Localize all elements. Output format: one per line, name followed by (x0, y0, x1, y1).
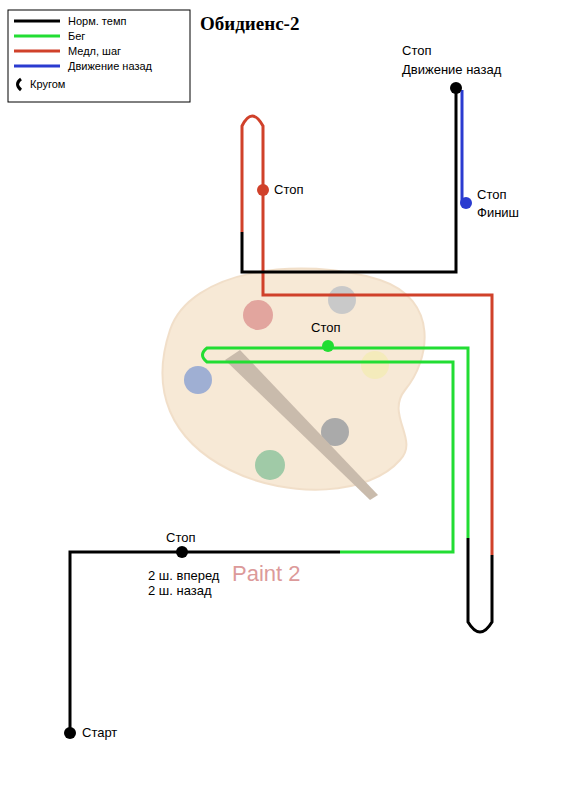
stop-points (64, 82, 472, 739)
course-route (70, 88, 492, 733)
paint-blob (328, 286, 356, 314)
normal-pace-line (242, 88, 456, 272)
point-label: Стоп (311, 320, 340, 336)
point-label: Стоп (166, 530, 195, 546)
point-label: Стоп (402, 43, 431, 59)
point-label: Движение назад (402, 62, 501, 78)
normal-pace-line (468, 538, 492, 632)
command-label: 2 ш. вперед (148, 568, 219, 584)
legend-label: Медл, шаг (68, 44, 121, 58)
paint-blob (243, 300, 273, 330)
stop-dot (450, 82, 462, 94)
stop-dot (257, 184, 269, 196)
paint-blob (184, 366, 212, 394)
normal-pace-line (70, 552, 340, 733)
legend-sample (14, 35, 60, 38)
paint-blob (255, 450, 285, 480)
about-turn-symbol (18, 79, 22, 90)
brush (225, 350, 378, 500)
legend-label: Норм. темп (68, 14, 126, 28)
palette-shape (163, 268, 425, 489)
legend-label: Движение назад (68, 59, 152, 73)
point-label: Финиш (477, 205, 519, 221)
legend-sample (14, 65, 60, 68)
point-label: Старт (82, 725, 117, 741)
page-title: Обидиенс-2 (200, 13, 299, 35)
point-label: Стоп (477, 187, 506, 203)
paint-blob (361, 351, 389, 379)
stop-dot (460, 197, 472, 209)
run-line (203, 348, 469, 552)
point-label: Стоп (274, 182, 303, 198)
legend-sample (14, 20, 60, 23)
legend-frame (8, 10, 190, 102)
command-label: 2 ш. назад (148, 583, 212, 599)
watermark: Paint 2 (232, 562, 301, 586)
legend-label: Кругом (30, 77, 65, 91)
legend-box (8, 10, 190, 102)
stop-dot (176, 546, 188, 558)
start-dot (64, 727, 76, 739)
palette-watermark (163, 268, 425, 500)
backward-line (461, 90, 464, 203)
legend-sample (14, 50, 60, 53)
legend-label: Бег (68, 29, 85, 43)
stop-dot (322, 340, 334, 352)
